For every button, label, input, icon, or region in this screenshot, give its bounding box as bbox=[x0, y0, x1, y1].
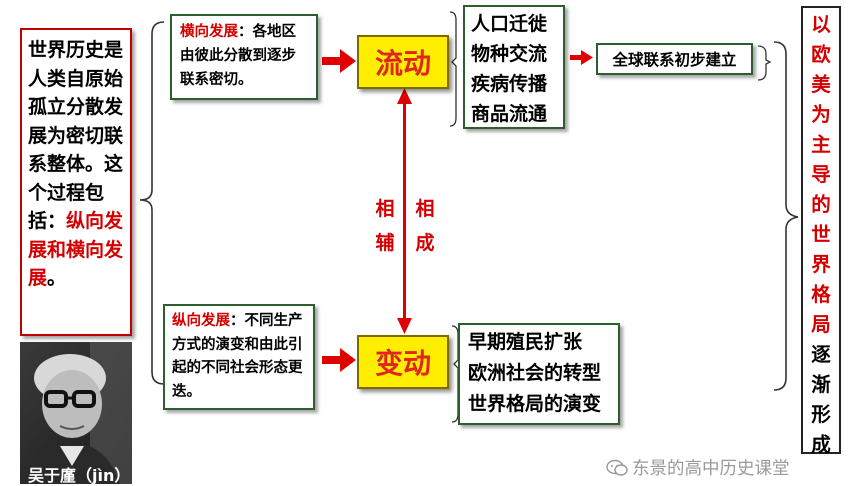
biandong-item: 早期殖民扩张 bbox=[468, 331, 583, 353]
arrow-to-biandong bbox=[322, 348, 356, 372]
watermark: 东景的高中历史课堂 bbox=[606, 455, 790, 480]
liudong-item: 疾病传播 bbox=[471, 73, 548, 95]
watermark-text: 东景的高中历史课堂 bbox=[632, 459, 790, 479]
conclusion-char: 主 bbox=[811, 133, 831, 156]
intro-highlight: 纵向发展和横向发展 bbox=[28, 210, 124, 289]
conclusion-char: 形 bbox=[811, 403, 831, 426]
mutual-char: 相 bbox=[415, 198, 435, 220]
intro-box: 世界历史是人类自原始孤立分散发展为密切联系整体。这个过程包括：纵向发展和横向发展… bbox=[20, 28, 132, 336]
horizontal-text: ：各地区由彼此分散到逐步联系密切。 bbox=[180, 24, 296, 88]
mutual-char: 辅 bbox=[375, 232, 395, 254]
conclusion-char: 世 bbox=[811, 223, 831, 246]
liudong-items-box: 人口迁徙 物种交流 疾病传播 商品流通 bbox=[463, 5, 565, 129]
mutual-double-arrow bbox=[397, 88, 412, 334]
mutual-char: 成 bbox=[415, 232, 435, 254]
biandong-brace bbox=[451, 325, 459, 423]
conclusion-char: 美 bbox=[811, 73, 831, 96]
horizontal-label: 横向发展 bbox=[180, 24, 238, 40]
vertical-label: 纵向发展 bbox=[172, 313, 230, 329]
conclusion-char: 以 bbox=[811, 13, 831, 36]
mutual-label-right: 相 成 bbox=[414, 192, 436, 260]
liudong-brace bbox=[449, 11, 457, 127]
right-brace bbox=[773, 41, 799, 391]
portrait-illustration bbox=[20, 342, 132, 484]
conclusion-char: 局 bbox=[811, 313, 831, 336]
vertical-development-box: 纵向发展：不同生产方式的演变和由此引起的不同社会形态更迭。 bbox=[163, 304, 315, 410]
conclusion-char: 的 bbox=[811, 193, 831, 216]
conclusion-char: 渐 bbox=[811, 373, 831, 396]
conclusion-char: 为 bbox=[811, 103, 831, 126]
biandong-label: 变动 bbox=[357, 335, 449, 389]
left-brace bbox=[139, 21, 165, 385]
mutual-char: 相 bbox=[375, 198, 395, 220]
conclusion-char: 导 bbox=[811, 163, 831, 186]
biandong-item: 世界格局的演变 bbox=[468, 393, 602, 415]
wechat-icon bbox=[606, 459, 628, 476]
liudong-item: 商品流通 bbox=[471, 103, 548, 125]
global-bracket bbox=[757, 45, 772, 81]
global-connection-box: 全球联系初步建立 bbox=[596, 43, 753, 75]
biandong-item: 欧洲社会的转型 bbox=[468, 362, 602, 384]
conclusion-char: 界 bbox=[811, 253, 831, 276]
portrait-caption: 吴于廑（jìn） bbox=[28, 466, 131, 485]
conclusion-char: 成 bbox=[811, 433, 831, 456]
intro-text: 世界历史是人类自原始孤立分散发展为密切联系整体。这个过程包括： bbox=[28, 39, 124, 232]
liudong-item: 人口迁徙 bbox=[471, 13, 548, 35]
mutual-label-left: 相 辅 bbox=[374, 192, 396, 260]
vertical-text: ：不同生产方式的演变和由此引起的不同社会形态更迭。 bbox=[172, 313, 303, 400]
conclusion-char: 逐 bbox=[811, 343, 831, 366]
arrow-to-liudong bbox=[322, 49, 356, 73]
portrait-photo bbox=[20, 342, 132, 484]
horizontal-development-box: 横向发展：各地区由彼此分散到逐步联系密切。 bbox=[170, 14, 318, 100]
liudong-label: 流动 bbox=[357, 35, 449, 89]
conclusion-char: 格 bbox=[811, 283, 831, 306]
conclusion-char: 欧 bbox=[811, 43, 831, 66]
conclusion-box: 以 欧 美 为 主 导 的 世 界 格 局 逐 渐 形 成 bbox=[801, 6, 841, 456]
biandong-items-box: 早期殖民扩张 欧洲社会的转型 世界格局的演变 bbox=[458, 323, 620, 425]
arrow-to-global bbox=[570, 50, 593, 65]
intro-period: 。 bbox=[47, 267, 67, 289]
liudong-item: 物种交流 bbox=[471, 43, 548, 65]
